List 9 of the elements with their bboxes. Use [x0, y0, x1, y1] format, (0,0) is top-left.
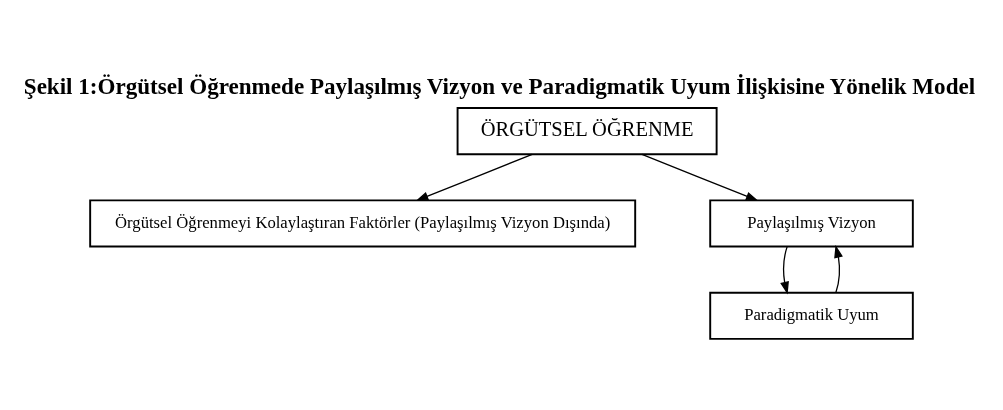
- arrow: [415, 153, 533, 201]
- arrow: [641, 153, 759, 201]
- arrow: [780, 245, 789, 294]
- node-box: ÖRGÜTSEL ÖĞRENME: [456, 106, 718, 155]
- arrow: [834, 244, 843, 293]
- node-box: Paylaşılmış Vizyon: [709, 198, 914, 247]
- node-box: Paradigmatik Uyum: [709, 291, 914, 340]
- node-box: Örgütsel Öğrenmeyi Kolaylaştıran Faktörler (Paylaşılmış Vizyon Dışında): [89, 198, 637, 247]
- diagram-title: Şekil 1:Örgütsel Öğrenmede Paylaşılmış Vizyon ve Paradigmatik Uyum İlişkisine Yönelik Model: [23, 72, 976, 99]
